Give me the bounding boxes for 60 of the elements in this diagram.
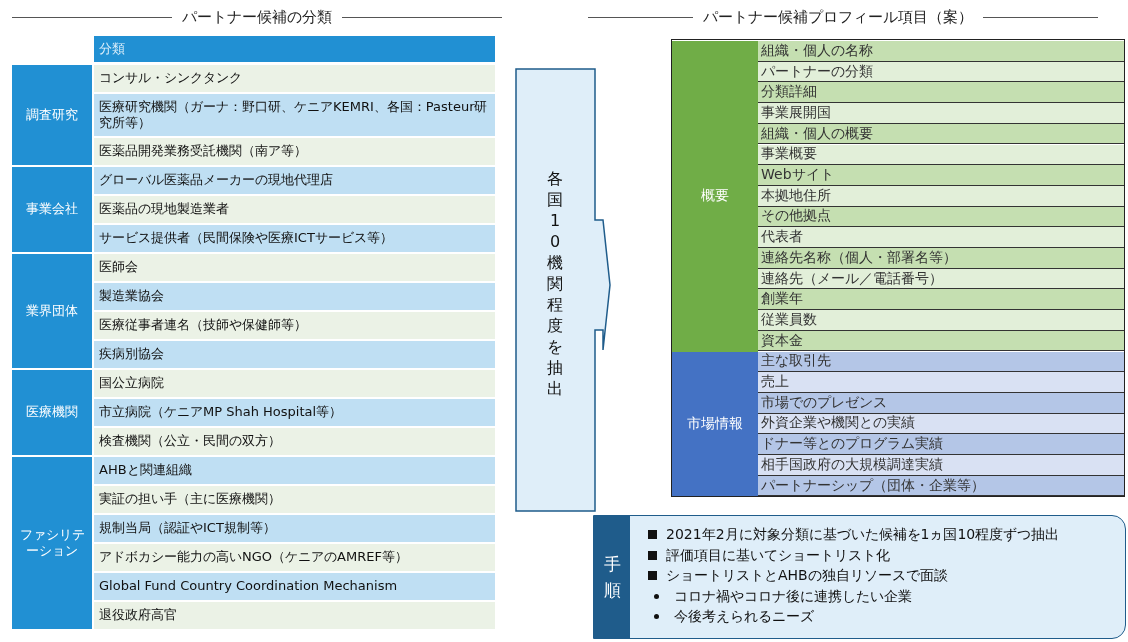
table-row: 退役政府高官 <box>94 602 495 629</box>
table-row: 製造業協会 <box>94 283 495 310</box>
category-cell: 調査研究 <box>12 65 92 165</box>
table-row: 医療研究機関（ガーナ：野口研、ケニアKEMRI、各国：Pasteur研究所等） <box>94 94 495 136</box>
table-row: 本拠地住所 <box>758 185 1124 207</box>
bullet-item: 評価項目に基いてショートリスト化 <box>644 544 1060 565</box>
section-title: パートナー候補プロフィール項目（案） <box>703 8 973 27</box>
table-row: サービス提供者（民間保険や医療ICTサービス等） <box>94 225 495 252</box>
table-row: 医薬品の現地製造業者 <box>94 196 495 223</box>
table-row: 連絡先名称（個人・部署名等） <box>758 248 1124 269</box>
bullet-item: 今後考えられるニーズ <box>644 606 1060 627</box>
table-row: 組織・個人の名称 <box>758 41 1124 62</box>
bullet-item: 2021年2月に対象分類に基づいた候補を1ヵ国10程度ずつ抽出 <box>644 524 1060 545</box>
table-row: 創業年 <box>758 289 1124 311</box>
table-row: 市場でのプレゼンス <box>758 392 1124 414</box>
bullet-item: ショートリストとAHBの独自リソースで面談 <box>644 565 1060 586</box>
category-cell: ファシリテーション <box>12 457 92 629</box>
table-row: その他拠点 <box>758 206 1124 228</box>
arrow-label: 各国10機関程度を抽出 <box>546 168 564 399</box>
table-row: 実証の担い手（主に医療機関） <box>94 486 495 513</box>
category-cell: 概要 <box>672 41 758 352</box>
table-row: 検査機関（公立・民間の双方） <box>94 428 495 455</box>
table-row: 主な取引先 <box>758 351 1124 373</box>
tab-label: 手順 <box>603 553 621 602</box>
table-row: 事業展開国 <box>758 103 1124 124</box>
procedure-panel <box>593 515 1126 639</box>
header-cell: 分類 <box>94 36 495 62</box>
table-row: アドボカシー能力の高いNGO（ケニアのAMREF等） <box>94 544 495 571</box>
section-title: パートナー候補の分類 <box>182 8 332 27</box>
table-row: パートナーシップ（団体・企業等） <box>758 475 1124 497</box>
bullet-item: コロナ禍やコロナ後に連携したい企業 <box>644 585 1060 606</box>
table-row: 国公立病院 <box>94 370 495 397</box>
table-row: 売上 <box>758 372 1124 393</box>
table-row: 相手国政府の大規模調達実績 <box>758 455 1124 476</box>
table-row: 市立病院（ケニアMP Shah Hospital等） <box>94 399 495 426</box>
table-row: 医薬品開発業務受託機関（南ア等） <box>94 138 495 165</box>
table-row: 資本金 <box>758 330 1124 352</box>
block-arrow <box>515 68 611 512</box>
category-cell: 医療機関 <box>12 370 92 455</box>
table-row: コンサル・シンクタンク <box>94 65 495 92</box>
table-row: 医師会 <box>94 254 495 281</box>
table-row: Global Fund Country Coordination Mechanism <box>94 573 495 600</box>
table-row: 従業員数 <box>758 310 1124 331</box>
table-row: AHBと関連組織 <box>94 457 495 484</box>
table-row: Webサイト <box>758 165 1124 186</box>
table-row: ドナー等とのプログラム実績 <box>758 434 1124 455</box>
table-row: 組織・個人の概要 <box>758 123 1124 145</box>
table-row: 外資企業や機関との実績 <box>758 413 1124 435</box>
table-row: 事業概要 <box>758 144 1124 166</box>
table-row: 分類詳細 <box>758 82 1124 104</box>
table-row: 規制当局（認証やICT規制等） <box>94 515 495 542</box>
table-row: グローバル医薬品メーカーの現地代理店 <box>94 167 495 194</box>
category-cell: 業界団体 <box>12 254 92 368</box>
category-cell: 市場情報 <box>672 351 758 497</box>
table-row: パートナーの分類 <box>758 61 1124 83</box>
table-row: 連絡先（メール／電話番号） <box>758 268 1124 290</box>
table-row: 疾病別協会 <box>94 341 495 368</box>
table-row: 代表者 <box>758 227 1124 248</box>
table-row: 医療従事者連名（技師や保健師等） <box>94 312 495 339</box>
category-cell: 事業会社 <box>12 167 92 252</box>
